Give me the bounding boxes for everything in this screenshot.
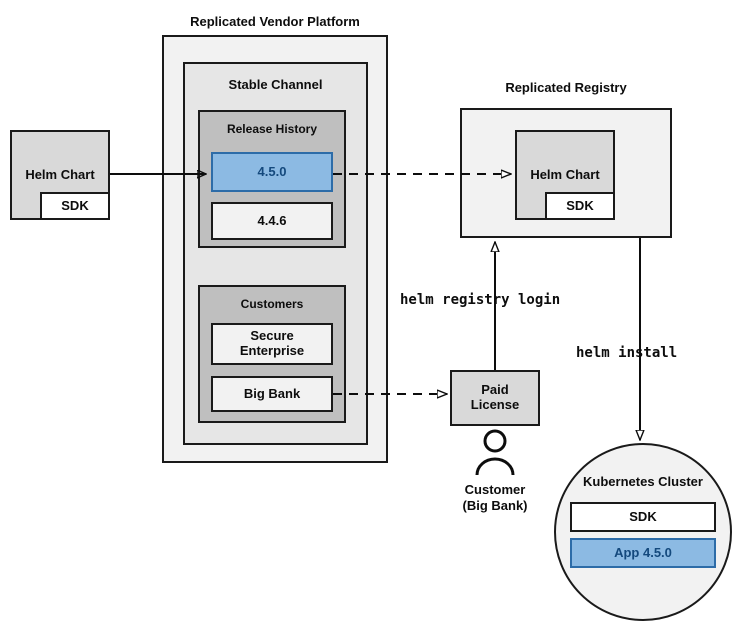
kubernetes-cluster-container (554, 443, 732, 621)
source-helm-chart-sdk[interactable]: SDK (40, 192, 110, 220)
release-history-label: Release History (226, 122, 318, 136)
registry-title: Replicated Registry (505, 80, 627, 95)
customer-actor-caption: Customer (Big Bank) (430, 482, 560, 515)
customer-secure-enterprise-line1: Secure (250, 328, 294, 344)
registry-helm-chart-sdk[interactable]: SDK (545, 192, 615, 220)
customer-big-bank[interactable]: Big Bank (211, 376, 333, 412)
command-helm-install: helm install (576, 345, 678, 361)
kubernetes-cluster-label: Kubernetes Cluster (583, 474, 703, 489)
release-version-4-5-0[interactable]: 4.5.0 (211, 152, 333, 192)
customer-secure-enterprise-line2: Enterprise (239, 343, 305, 358)
customer-secure-enterprise[interactable]: Secure Enterprise (211, 323, 333, 365)
customers-label: Customers (240, 297, 304, 311)
customer-actor-line2: (Big Bank) (462, 498, 528, 514)
paid-license-line2: License (470, 397, 520, 412)
person-icon (475, 429, 515, 476)
paid-license-node[interactable]: Paid License (450, 370, 540, 426)
cluster-component-sdk[interactable]: SDK (570, 502, 716, 532)
cluster-component-app[interactable]: App 4.5.0 (570, 538, 716, 568)
paid-license-line1: Paid (481, 382, 509, 398)
platform-title: Replicated Vendor Platform (190, 14, 360, 29)
release-version-4-4-6[interactable]: 4.4.6 (211, 202, 333, 240)
command-helm-registry-login: helm registry login (400, 292, 561, 308)
source-helm-chart-label: Helm Chart (25, 167, 95, 182)
registry-helm-chart-label: Helm Chart (530, 167, 600, 182)
customer-actor-line1: Customer (464, 482, 526, 497)
stable-channel-label: Stable Channel (228, 77, 323, 92)
